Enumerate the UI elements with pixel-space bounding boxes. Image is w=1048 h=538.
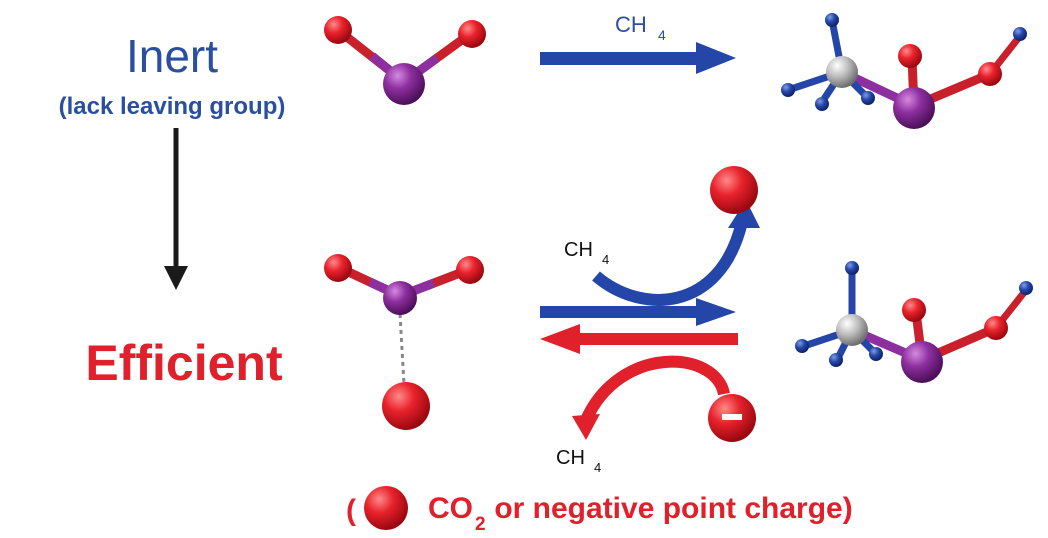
legend-co-text: CO xyxy=(428,492,473,525)
reagent-in-label: CH 4 xyxy=(564,239,609,267)
reagent-out-label: CH 4 xyxy=(556,447,601,475)
reagent-out-text: CH xyxy=(556,447,585,469)
inert-label: Inert xyxy=(126,30,218,82)
legend-open-paren: ( xyxy=(346,494,356,527)
top-reagent-text: CH xyxy=(615,12,647,37)
minus-sign-mark xyxy=(722,414,742,420)
reactant-molecule-top xyxy=(324,16,486,105)
legend-rest-text: or negative point charge) xyxy=(486,492,853,525)
reagent-in-subscript: 4 xyxy=(602,252,609,267)
top-reagent-label: CH 4 xyxy=(615,12,666,43)
product-molecule-top xyxy=(781,13,1027,129)
reactant-molecule-bottom xyxy=(324,254,484,430)
legend: ( CO 2 or negative point charge) xyxy=(346,486,853,535)
top-reagent-subscript: 4 xyxy=(658,27,666,43)
efficient-label: Efficient xyxy=(85,335,283,391)
point-charge-sphere xyxy=(382,382,430,430)
legend-sphere xyxy=(364,486,408,530)
reagent-out-subscript: 4 xyxy=(594,460,601,475)
reagent-in-text: CH xyxy=(564,239,593,261)
released-co2-sphere xyxy=(710,166,758,214)
equilibrium-arrows xyxy=(540,200,760,440)
negative-charge xyxy=(708,394,756,442)
inert-note: (lack leaving group) xyxy=(59,93,286,120)
down-arrow xyxy=(164,128,188,290)
legend-subscript: 2 xyxy=(475,514,486,535)
product-molecule-bottom xyxy=(795,261,1033,383)
forward-arrow-top xyxy=(540,42,736,74)
